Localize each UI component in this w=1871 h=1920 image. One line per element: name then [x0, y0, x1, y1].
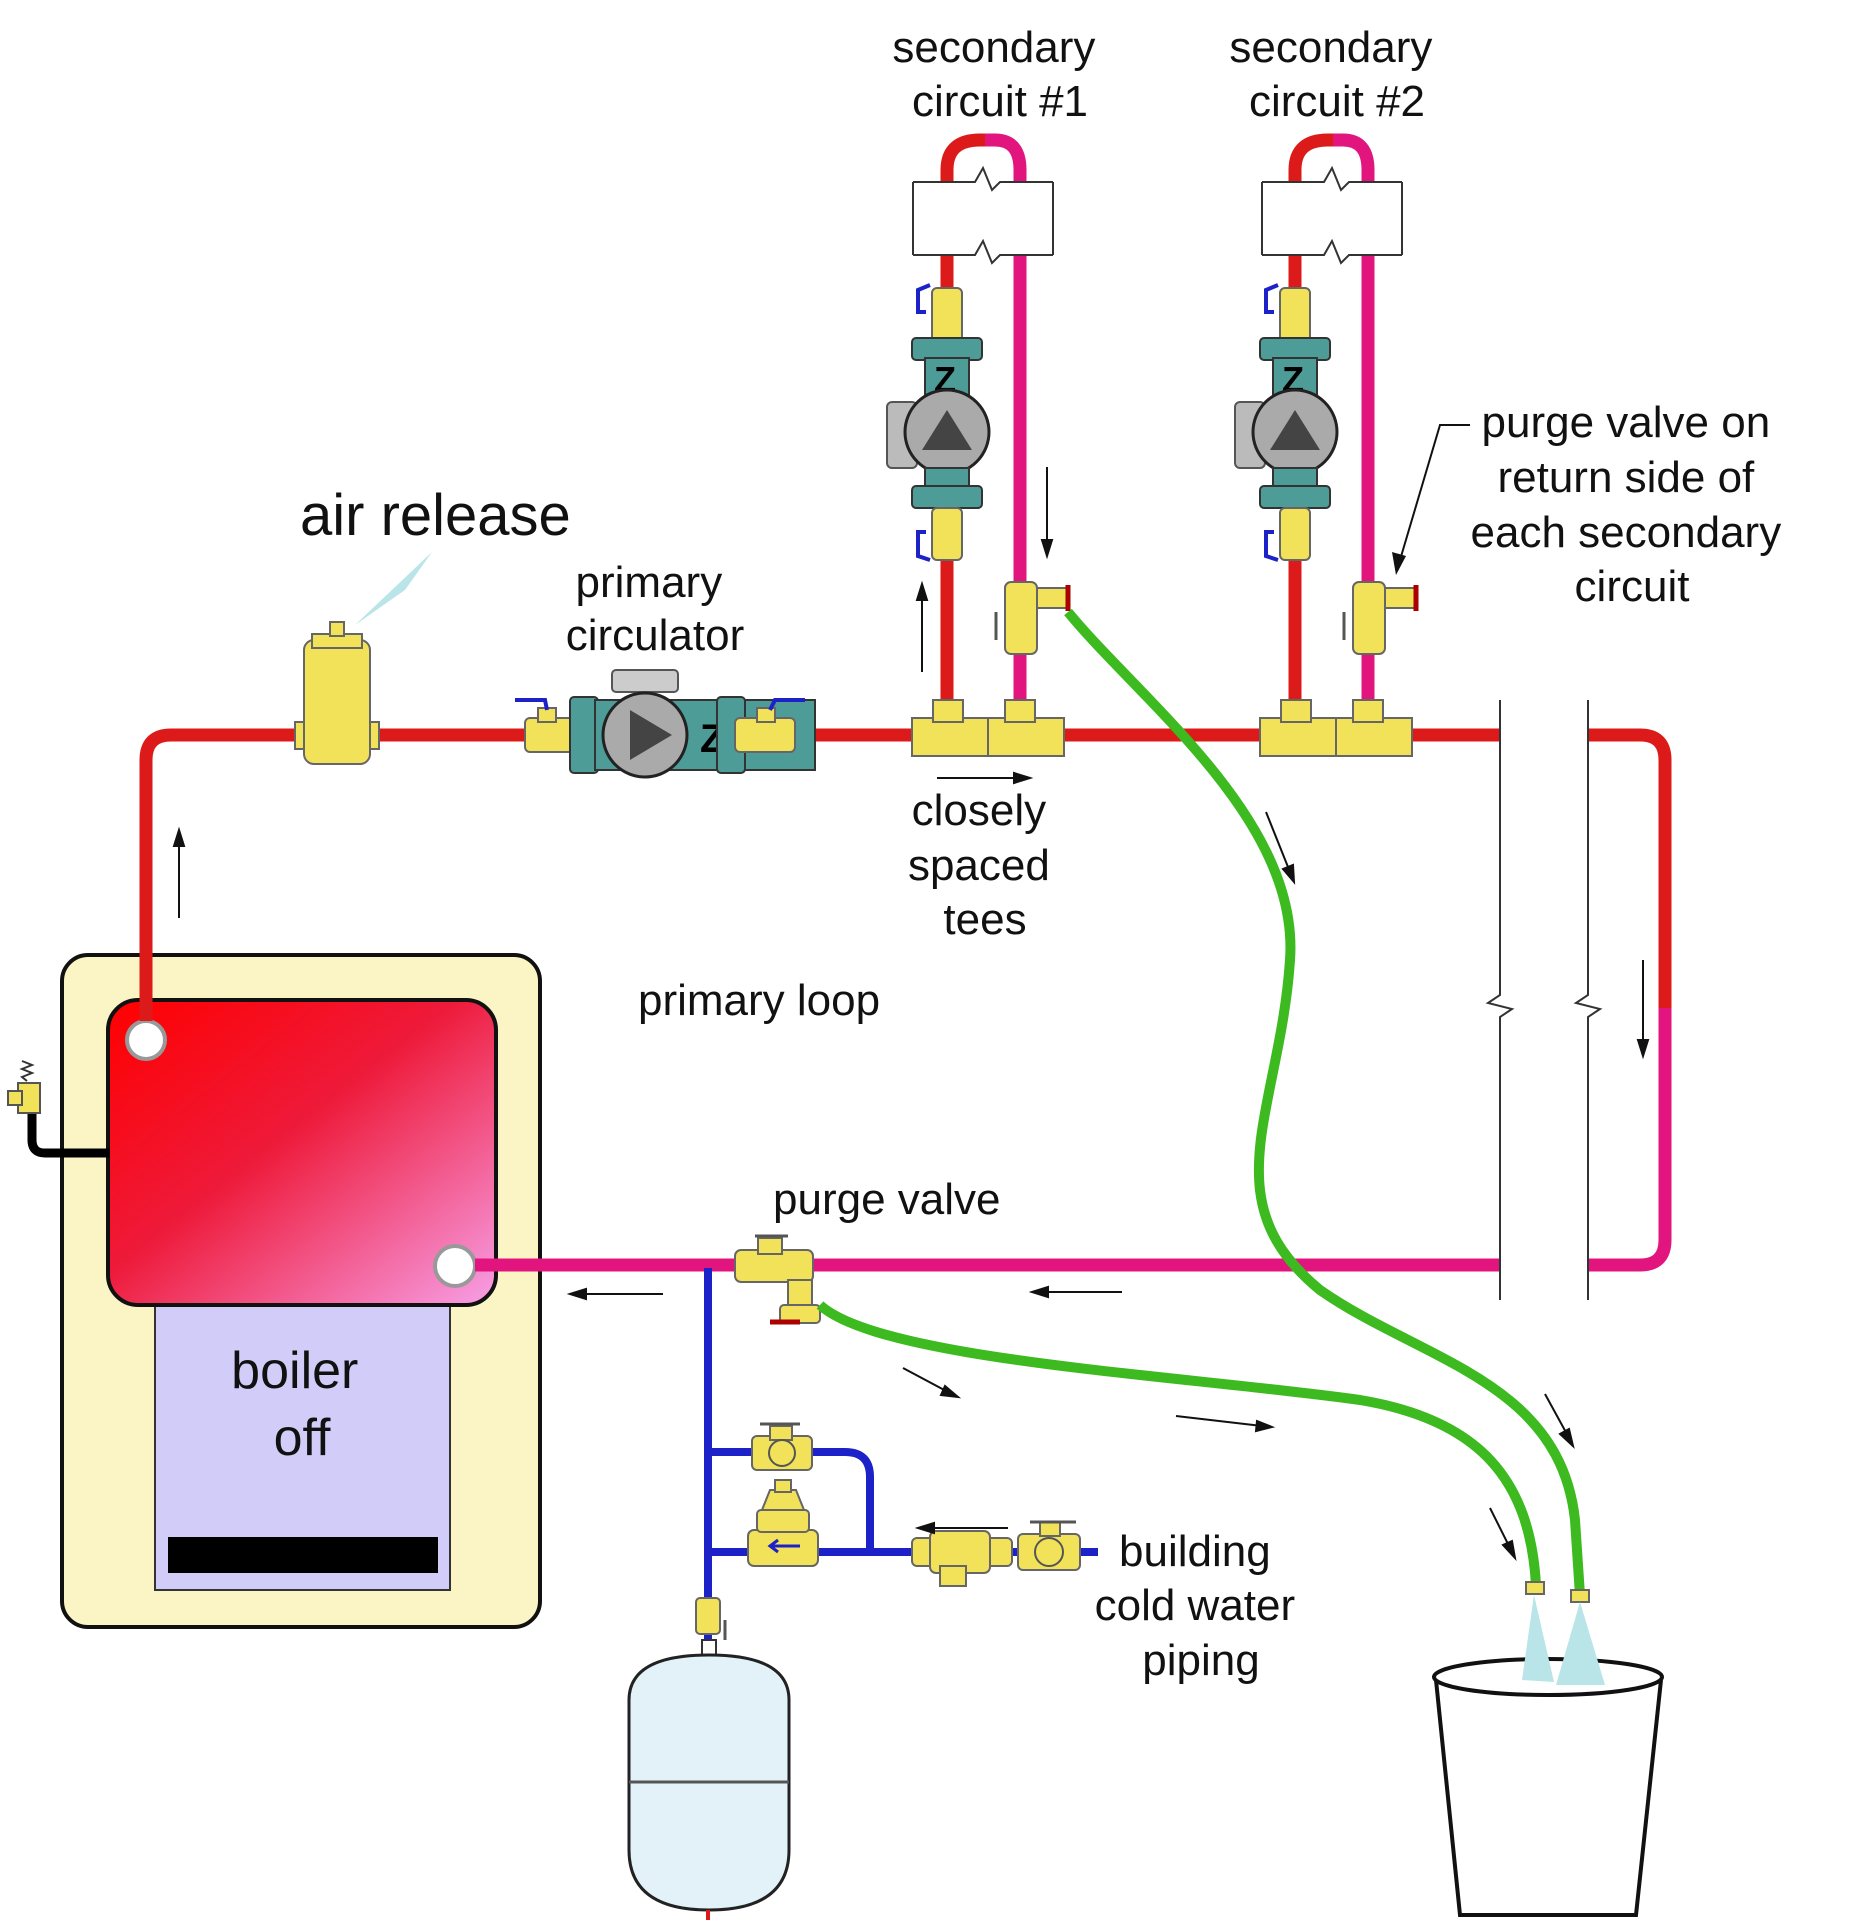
bucket-icon	[1432, 1595, 1664, 1917]
purge-valve-each-label: purge valve on return side of each secon…	[1471, 398, 1794, 611]
boiler-return-port	[433, 1244, 477, 1288]
secondary-circuit-2: Z	[1234, 133, 1419, 757]
building-cold-water-label: building cold water piping	[1095, 1527, 1308, 1685]
closely-spaced-tee	[1259, 717, 1337, 757]
purge-valve-icon	[994, 581, 1071, 655]
primary-circulator: Z	[515, 669, 816, 779]
primary-circulator-label: primary circulator	[566, 558, 745, 660]
air-release-label: air release	[300, 483, 571, 548]
ball-valve-icon	[751, 1422, 813, 1471]
secondary-circuit-2-label: secondary circuit #2	[1229, 23, 1444, 126]
expansion-tank-icon	[627, 1597, 791, 1920]
check-valve-icon	[911, 1530, 1013, 1587]
drain-hoses	[816, 608, 1585, 1596]
ball-valve-icon	[734, 698, 805, 753]
air-vent-icon	[294, 552, 432, 765]
callout-arrowhead	[1392, 552, 1406, 575]
secondary-circuit-1-label: secondary circuit #1	[892, 23, 1107, 126]
hose-nozzle	[1525, 1581, 1545, 1595]
hose-nozzle	[1570, 1589, 1590, 1603]
callout-leader	[1399, 424, 1470, 561]
ball-valve-icon	[515, 698, 584, 753]
flow-arrow-icon	[1489, 1507, 1517, 1562]
water-jet	[1522, 1595, 1554, 1682]
closely-spaced-tees-label: closely spaced tees	[908, 786, 1062, 944]
air-jet	[355, 552, 432, 625]
boiler: boiler off	[60, 953, 542, 1629]
primary-loop-label: primary loop	[638, 976, 880, 1025]
pipe-break-band	[1485, 700, 1603, 1300]
closely-spaced-tee	[911, 717, 989, 757]
water-jet	[1556, 1602, 1605, 1685]
flow-arrow-icon	[566, 1287, 663, 1301]
closely-spaced-tee	[987, 717, 1065, 757]
secondary-circuit-1: Z	[886, 133, 1071, 757]
ball-valve-icon	[1017, 1520, 1081, 1571]
primary-return-pipe	[475, 1008, 1672, 1272]
flow-arrow-icon	[1636, 960, 1650, 1060]
flow-arrow-icon	[915, 580, 929, 672]
flow-arrow-icon	[902, 1367, 962, 1399]
burner-bar	[168, 1537, 438, 1573]
closely-spaced-tee	[1335, 717, 1413, 757]
boiler-supply-port	[125, 1019, 167, 1061]
flow-arrow-icon	[172, 826, 186, 918]
flow-arrow-icon	[1040, 467, 1054, 560]
purge-valve-icon	[734, 1234, 821, 1325]
pressure-reducing-valve-icon	[747, 1479, 819, 1567]
flow-arrows	[172, 467, 1650, 1562]
flow-arrow-icon	[1175, 1415, 1276, 1433]
flow-arrow-icon	[914, 1521, 1008, 1535]
purge-valve-label: purge valve	[773, 1175, 1000, 1224]
flow-arrow-icon	[1028, 1285, 1122, 1299]
purge-valve-icon	[1342, 581, 1419, 655]
relief-valve-icon	[7, 1060, 110, 1158]
flow-arrow-icon	[937, 771, 1034, 785]
boiler-label: boiler off	[231, 1342, 373, 1467]
flow-arrow-icon	[1265, 811, 1296, 885]
flow-arrow-icon	[1544, 1393, 1575, 1449]
primary-supply-pipe	[139, 728, 1672, 1021]
